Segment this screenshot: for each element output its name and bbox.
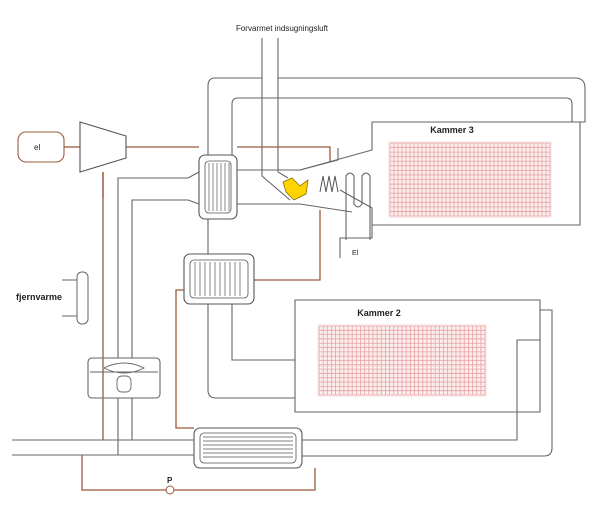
electric-heater: El (345, 172, 371, 257)
recirculation-duct (207, 77, 586, 255)
inlet-air-label: Forvarmet indsugningsluft (236, 24, 329, 33)
district-heating-exchanger (62, 271, 89, 325)
el-label: el (34, 143, 40, 152)
inlet-inner-duct (261, 78, 291, 201)
compressor: el (17, 121, 127, 173)
electric-heater-label: El (352, 250, 359, 257)
pump: P (165, 476, 175, 495)
kammer-3-label: Kammer 3 (430, 125, 474, 135)
pump-label: P (167, 476, 173, 485)
fjernvarme-label: fjernvarme (16, 292, 62, 302)
heater-coil-icon (319, 175, 339, 193)
heat-pipes (81, 146, 331, 491)
fan-unit (87, 357, 161, 399)
kammer-2-label: Kammer 2 (357, 308, 401, 318)
upper-heat-exchanger (198, 154, 238, 220)
inlet-duct (261, 38, 279, 78)
el-motor (17, 131, 65, 163)
main-air-duct (12, 439, 194, 456)
burner-flame-icon (282, 177, 309, 201)
bottom-heat-exchanger (193, 427, 303, 469)
upper-hx-air-connections (187, 148, 353, 213)
middle-heat-exchanger (183, 253, 255, 305)
